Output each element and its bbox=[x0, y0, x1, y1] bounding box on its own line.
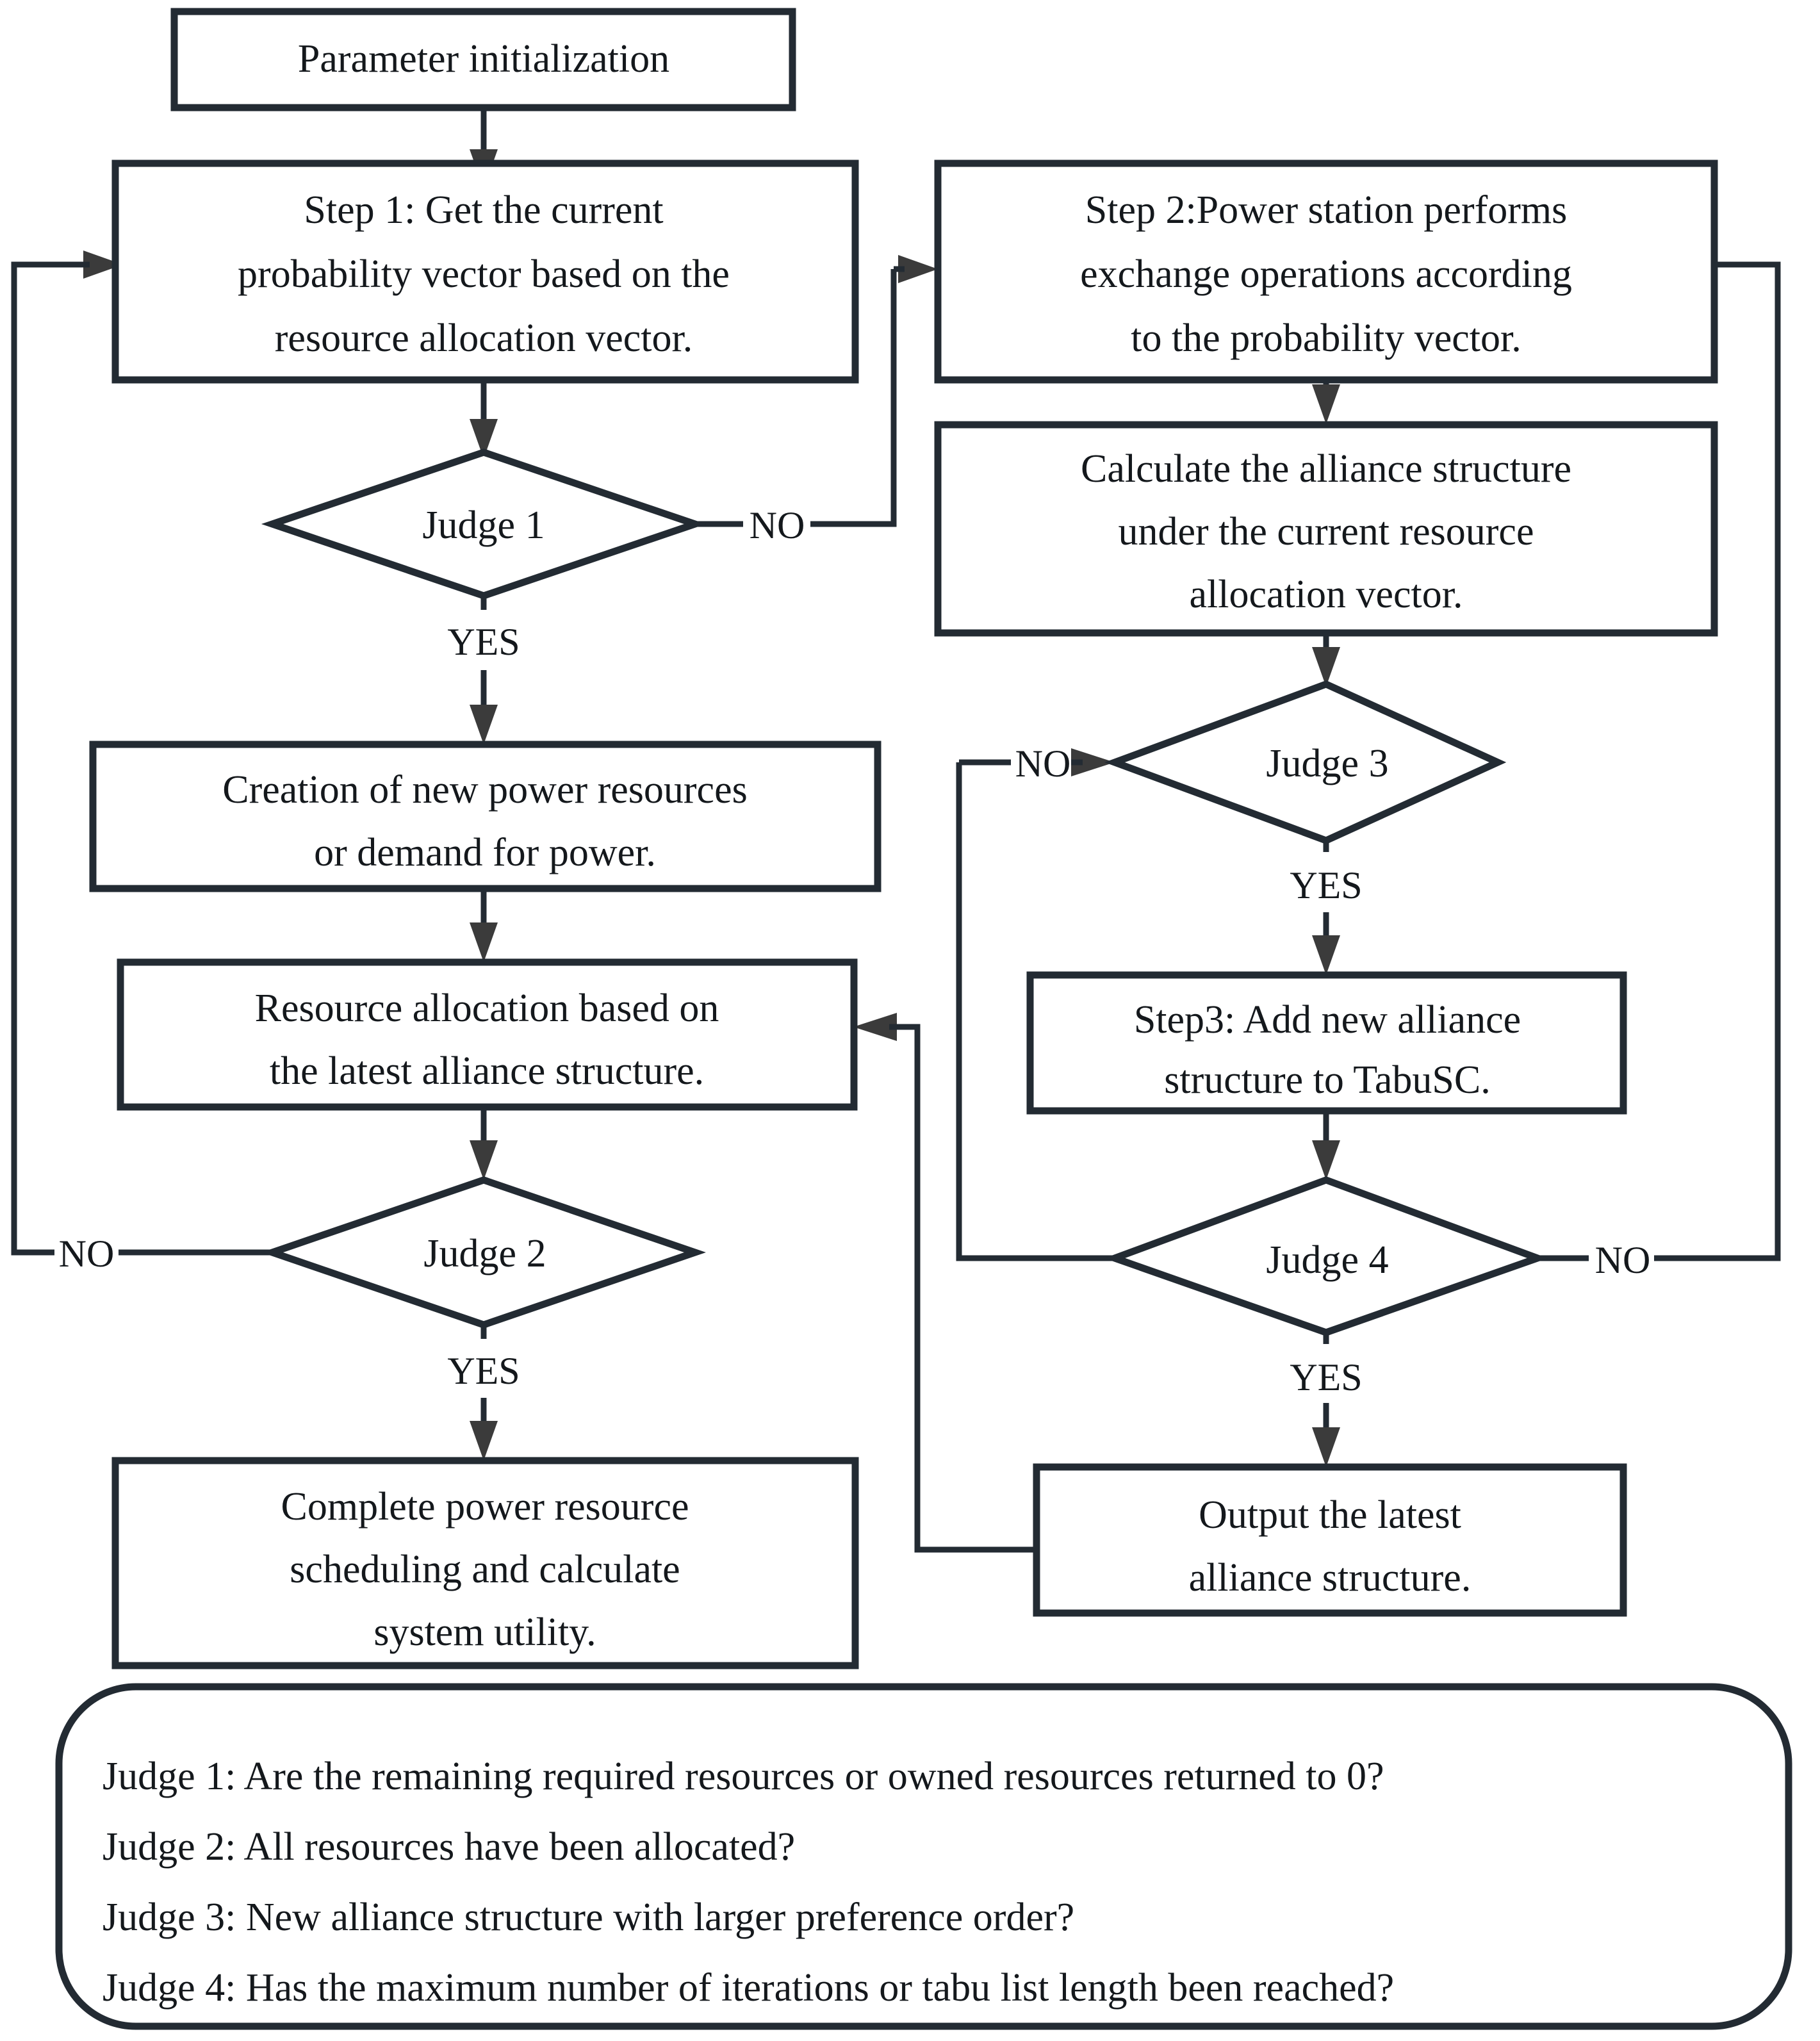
edge-step1-to-judge1 bbox=[470, 379, 498, 459]
edge-label-judge1-yes: YES bbox=[447, 621, 520, 663]
legend-line-judge3: Judge 3: New alliance structure with lar… bbox=[102, 1896, 1074, 1939]
node-label-step3-line1: Step3: Add new alliance bbox=[1134, 998, 1521, 1042]
edge-label-judge3-no: NO bbox=[1015, 742, 1071, 785]
node-label-creation-line1: Creation of new power resources bbox=[222, 768, 747, 812]
edge-label-judge4-yes: YES bbox=[1290, 1356, 1362, 1398]
edge-label-judge3-yes: YES bbox=[1290, 864, 1362, 906]
node-parameter-initialization[interactable]: Parameter initialization bbox=[170, 8, 796, 111]
node-label-complete-line3: system utility. bbox=[373, 1611, 596, 1654]
node-label-step1-line1: Step 1: Get the current bbox=[304, 188, 663, 232]
node-label-calc-line2: under the current resource bbox=[1119, 510, 1534, 553]
node-label-step2-line1: Step 2:Power station performs bbox=[1085, 188, 1568, 232]
edge-label-judge2-yes: YES bbox=[447, 1350, 520, 1392]
node-resource-allocation[interactable]: Resource allocation based on the latest … bbox=[117, 958, 858, 1111]
edge-step3-to-judge4 bbox=[1312, 1111, 1340, 1180]
node-step1[interactable]: Step 1: Get the current probability vect… bbox=[111, 160, 859, 384]
node-label-step2-line2: exchange operations according bbox=[1080, 252, 1572, 296]
edge-label-judge2-no: NO bbox=[59, 1233, 115, 1275]
node-label-complete-line2: scheduling and calculate bbox=[290, 1548, 680, 1591]
node-label-output-line1: Output the latest bbox=[1199, 1493, 1461, 1537]
edge-creation-to-resourcealloc bbox=[470, 887, 498, 962]
edge-step2-to-calcalliance bbox=[1312, 379, 1340, 424]
node-label-start: Parameter initialization bbox=[298, 37, 669, 81]
node-calculate-alliance-structure[interactable]: Calculate the alliance structure under t… bbox=[934, 421, 1718, 637]
node-judge1[interactable]: Judge 1 bbox=[261, 448, 707, 600]
legend-panel: Judge 1: Are the remaining required reso… bbox=[55, 1683, 1792, 2030]
node-label-step2-line3: to the probability vector. bbox=[1131, 316, 1521, 360]
legend-line-judge2: Judge 2: All resources have been allocat… bbox=[102, 1825, 795, 1869]
node-judge3[interactable]: Judge 3 bbox=[1104, 680, 1507, 844]
node-label-output-line2: alliance structure. bbox=[1189, 1556, 1472, 1600]
node-complete-scheduling[interactable]: Complete power resource scheduling and c… bbox=[111, 1457, 859, 1669]
legend-line-judge1: Judge 1: Are the remaining required reso… bbox=[102, 1755, 1384, 1798]
node-label-calc-line1: Calculate the alliance structure bbox=[1081, 447, 1571, 491]
edge-output-to-resourcealloc bbox=[853, 1013, 1037, 1553]
node-label-step1-line3: resource allocation vector. bbox=[275, 316, 693, 360]
edge-label-judge4-no: NO bbox=[1595, 1239, 1651, 1281]
node-step3[interactable]: Step3: Add new alliance structure to Tab… bbox=[1026, 971, 1627, 1115]
node-label-resalloc-line1: Resource allocation based on bbox=[255, 987, 719, 1030]
edge-judge3-no-loop bbox=[956, 748, 1115, 1261]
node-judge2[interactable]: Judge 2 bbox=[261, 1176, 706, 1329]
node-label-judge1: Judge 1 bbox=[422, 504, 545, 547]
node-label-step3-line2: structure to TabuSC. bbox=[1164, 1058, 1490, 1102]
edge-judge2-no-to-step1 bbox=[11, 250, 272, 1256]
node-judge4[interactable]: Judge 4 bbox=[1104, 1176, 1548, 1336]
edge-calcalliance-to-judge3 bbox=[1312, 633, 1340, 687]
node-label-creation-line2: or demand for power. bbox=[314, 831, 656, 874]
legend-line-judge4: Judge 4: Has the maximum number of itera… bbox=[102, 1966, 1394, 2010]
node-label-calc-line3: allocation vector. bbox=[1190, 573, 1463, 616]
node-output-alliance-structure[interactable]: Output the latest alliance structure. bbox=[1033, 1463, 1627, 1617]
node-label-judge3: Judge 3 bbox=[1266, 742, 1388, 785]
node-label-judge4: Judge 4 bbox=[1266, 1238, 1388, 1282]
edge-judge1-yes-to-creation bbox=[470, 589, 498, 744]
node-creation-new-power-resources[interactable]: Creation of new power resources or deman… bbox=[89, 741, 881, 892]
edge-resourcealloc-to-judge2 bbox=[470, 1106, 498, 1180]
node-label-step1-line2: probability vector based on the bbox=[238, 252, 730, 296]
node-label-resalloc-line2: the latest alliance structure. bbox=[270, 1049, 704, 1093]
edge-label-judge1-no: NO bbox=[750, 504, 805, 546]
node-label-complete-line1: Complete power resource bbox=[281, 1485, 689, 1529]
node-label-judge2: Judge 2 bbox=[423, 1232, 546, 1275]
node-step2[interactable]: Step 2:Power station performs exchange o… bbox=[934, 160, 1718, 384]
